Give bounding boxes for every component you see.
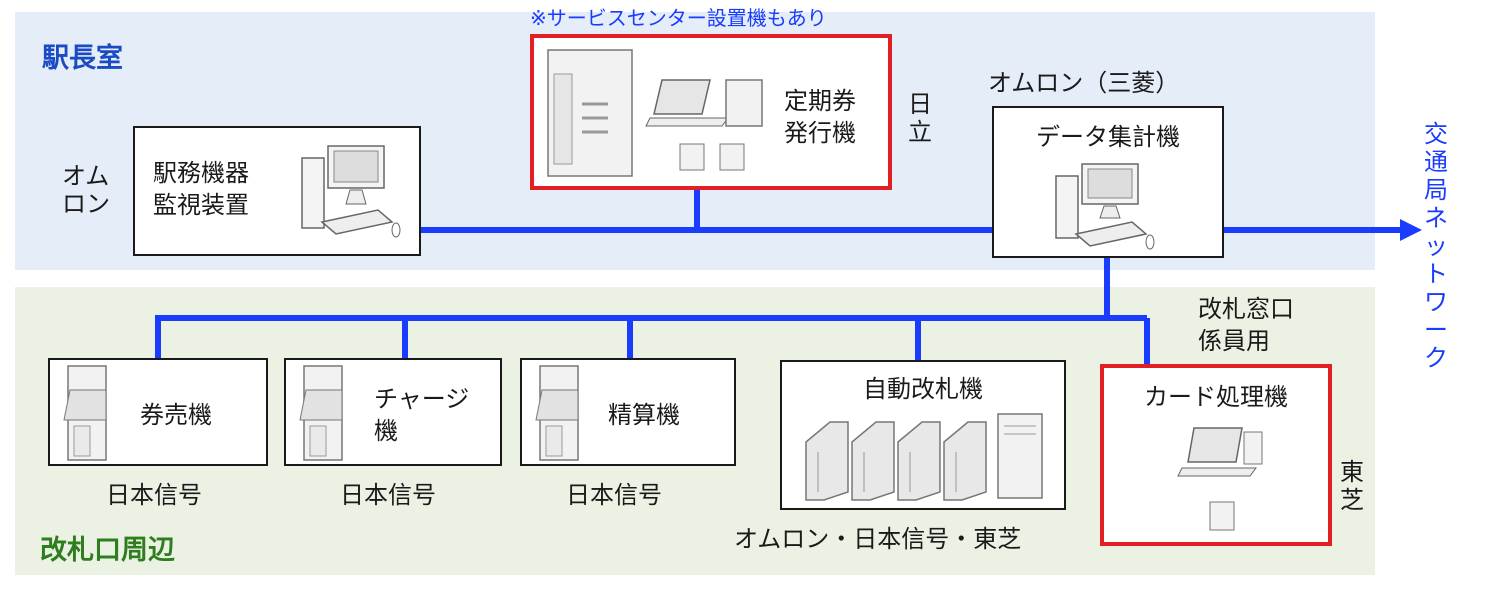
pass-issuer-label-line1: 定期券 <box>784 87 856 115</box>
kiosk-icon <box>299 365 343 461</box>
ticket-machine-box[interactable]: 券売機 <box>48 358 268 466</box>
card-processor-vendor: 東芝 <box>1340 458 1364 514</box>
server-terminal-icon <box>547 49 763 177</box>
auto-gate-vendor: オムロン・日本信号・東芝 <box>734 525 1022 553</box>
pass-issuer-vendor: 日立 <box>908 90 932 146</box>
auto-gate-box[interactable]: 自動改札機 <box>780 360 1066 510</box>
card-processor-note-line1: 改札窓口 <box>1198 295 1294 323</box>
kiosk-icon <box>63 365 107 461</box>
monitor-label-line1: 駅務機器 <box>153 159 249 187</box>
aggregator-label: データ集計機 <box>1036 123 1180 151</box>
ticket-gate-icon <box>805 413 1043 501</box>
fare-adjust-box[interactable]: 精算機 <box>520 358 736 466</box>
charge-machine-label-line2: 機 <box>374 417 398 445</box>
charge-machine-vendor: 日本信号 <box>340 481 436 509</box>
charge-machine-label-line1: チャージ <box>374 385 470 413</box>
fare-adjust-vendor: 日本信号 <box>566 481 662 509</box>
aggregator-vendor: オムロン（三菱） <box>988 69 1180 97</box>
auto-gate-label: 自動改札機 <box>863 375 983 403</box>
pass-issuer-label-line2: 発行機 <box>784 119 856 147</box>
pass-issuer-note: ※サービスセンター設置機もあり <box>530 6 827 30</box>
ticket-machine-vendor: 日本信号 <box>106 481 202 509</box>
desktop-pc-icon <box>1055 163 1155 250</box>
monitor-label-line2: 監視装置 <box>153 191 249 219</box>
gate-area-title: 改札口周辺 <box>40 535 175 566</box>
monitor-vendor: オムロン <box>62 162 110 218</box>
station-office-title: 駅長室 <box>42 43 123 74</box>
aggregator-box[interactable]: データ集計機 <box>992 106 1224 258</box>
card-processor-note-line2: 係員用 <box>1198 327 1270 355</box>
desktop-pc-icon <box>301 145 401 238</box>
monitor-device-box[interactable]: 駅務機器 監視装置 <box>133 126 421 256</box>
external-network-label: 交通局ネットワーク <box>1424 120 1448 372</box>
card-processor-box[interactable]: カード処理機 <box>1100 364 1332 546</box>
fare-adjust-label: 精算機 <box>608 401 680 429</box>
external-arrow-head <box>1400 219 1422 241</box>
charge-machine-box[interactable]: チャージ 機 <box>284 358 502 466</box>
pass-issuer-box[interactable]: 定期券 発行機 <box>530 34 892 190</box>
kiosk-icon <box>535 365 579 461</box>
card-terminal-icon <box>1177 427 1263 531</box>
card-processor-label: カード処理機 <box>1144 383 1288 411</box>
ticket-machine-label: 券売機 <box>140 401 212 429</box>
